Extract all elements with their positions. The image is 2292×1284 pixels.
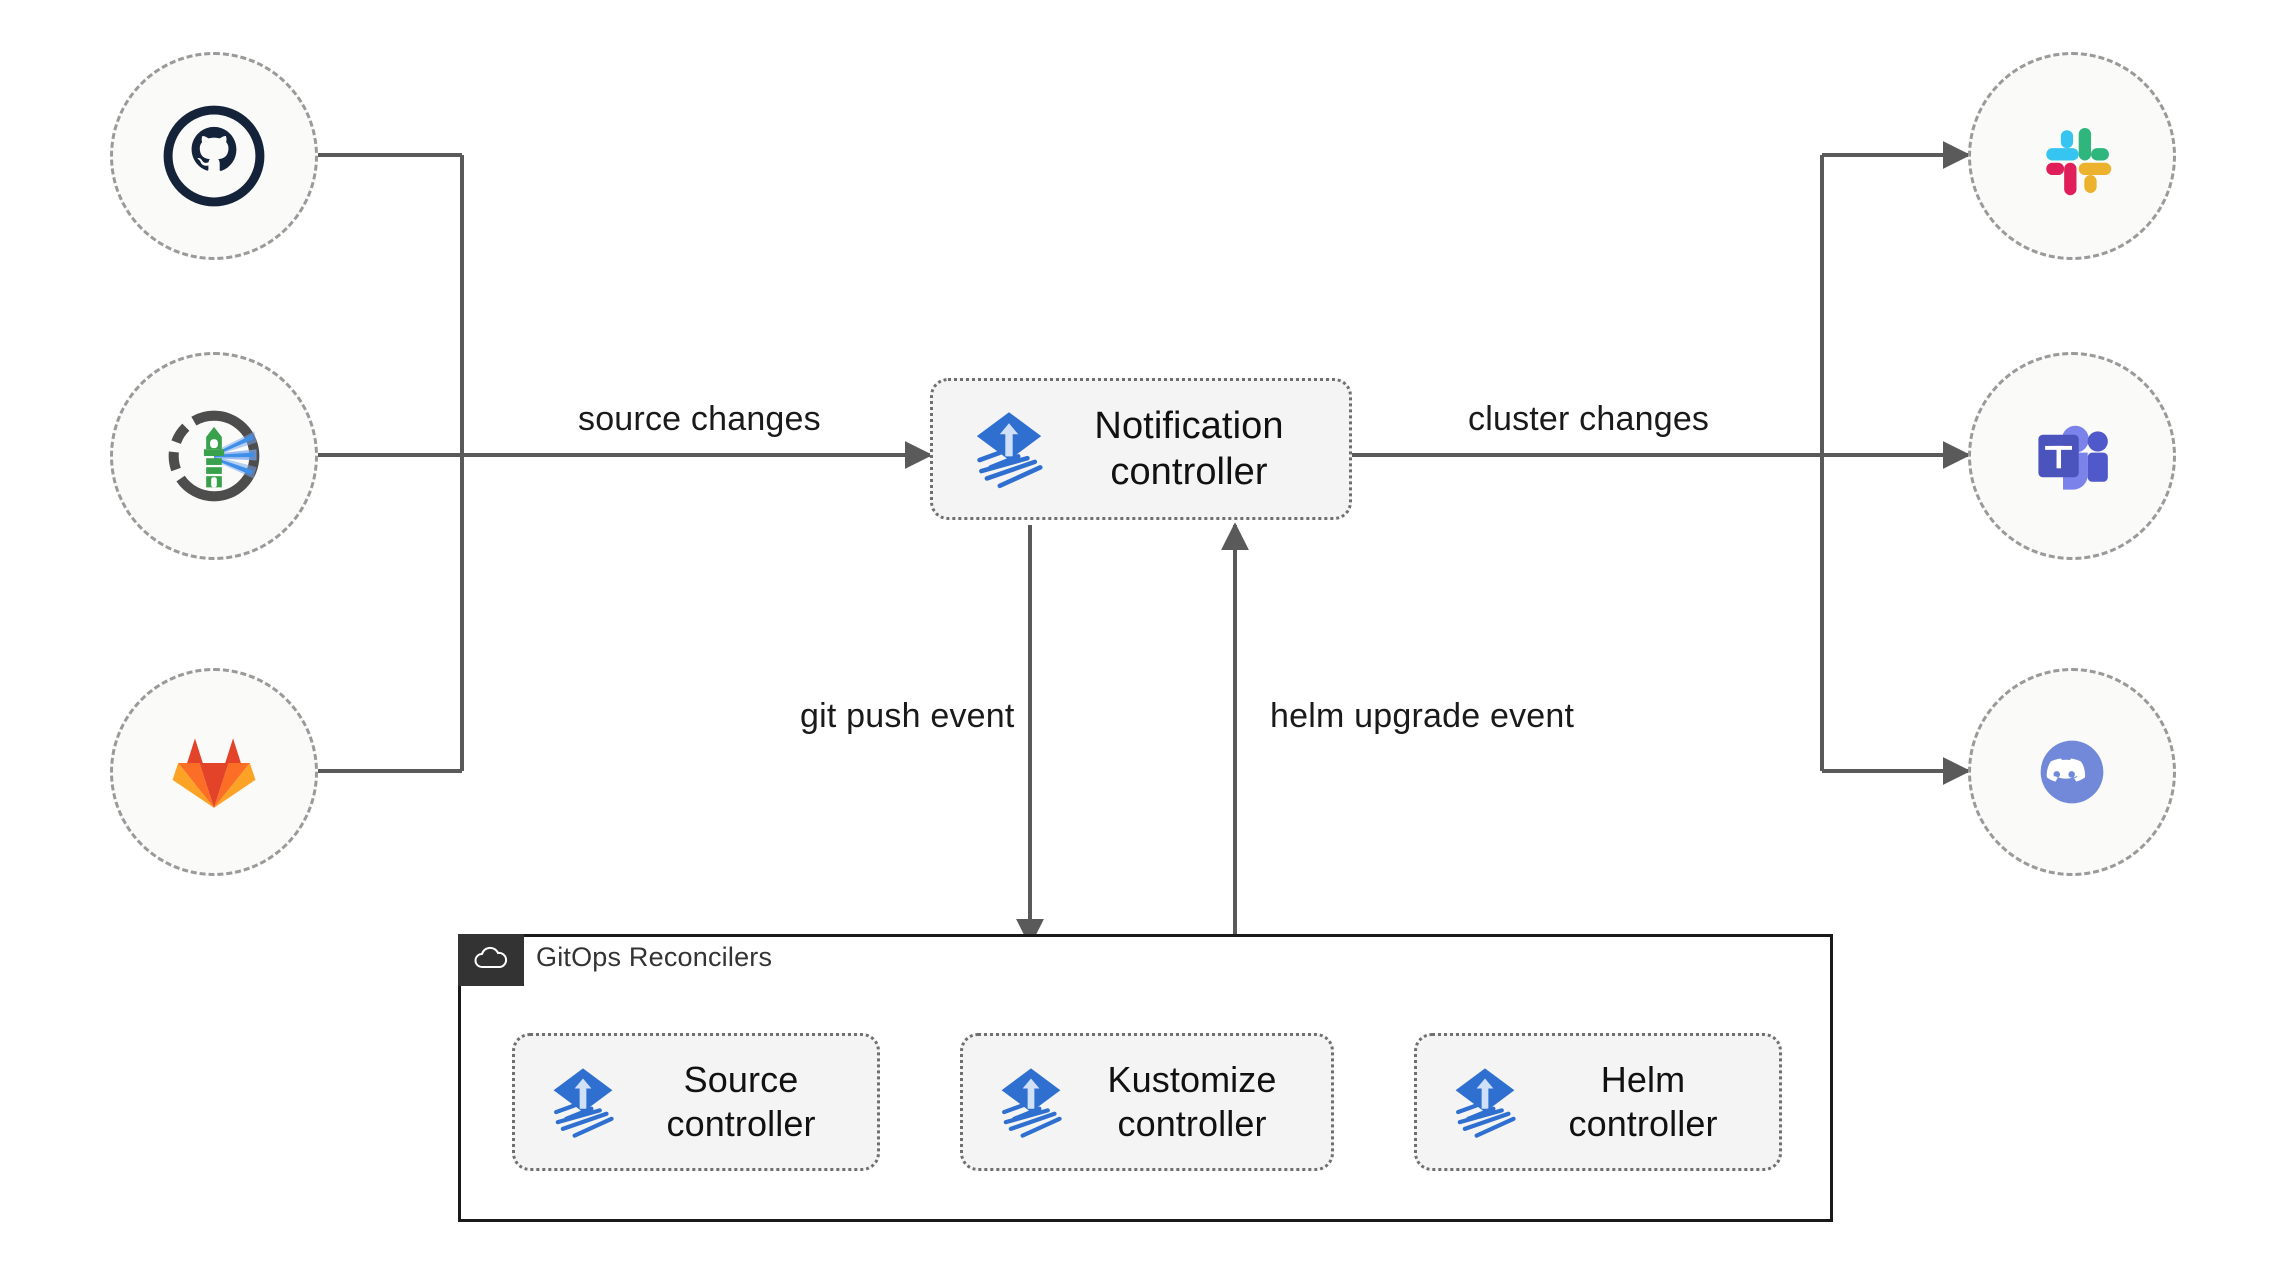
notification-controller-line1: Notification <box>1094 404 1284 447</box>
source-controller-line1: Source <box>683 1059 799 1101</box>
flux-logo-icon <box>976 412 1043 489</box>
slack-icon <box>2046 128 2112 196</box>
target-node-teams[interactable] <box>1968 352 2176 560</box>
edge-label-source-changes: source changes <box>578 400 821 438</box>
flux-logo-icon <box>553 1068 614 1138</box>
edge-label-cluster-changes: cluster changes <box>1468 400 1710 438</box>
source-node-flux[interactable] <box>110 352 318 560</box>
gitlab-icon <box>172 738 256 808</box>
source-controller-line2: controller <box>666 1103 816 1144</box>
cloud-icon <box>474 946 508 968</box>
source-controller-box[interactable]: Source controller <box>512 1033 880 1171</box>
source-node-github[interactable] <box>110 52 318 260</box>
teams-icon <box>2038 425 2108 490</box>
source-node-gitlab[interactable] <box>110 668 318 876</box>
github-icon <box>163 105 265 207</box>
notification-controller-line2: controller <box>1110 451 1268 493</box>
helm-controller-label: Helm controller <box>1527 1058 1779 1146</box>
kustomize-controller-line1: Kustomize <box>1107 1059 1277 1101</box>
notification-controller-label: Notification controller <box>1055 403 1349 496</box>
target-node-slack[interactable] <box>1968 52 2176 260</box>
edge-label-git-push-event: git push event <box>800 697 1015 735</box>
flux-logo-icon <box>1001 1068 1062 1138</box>
kustomize-controller-label: Kustomize controller <box>1073 1058 1331 1146</box>
target-node-discord[interactable] <box>1968 668 2176 876</box>
helm-controller-line1: Helm <box>1600 1059 1686 1101</box>
source-controller-label: Source controller <box>625 1058 877 1146</box>
helm-controller-line2: controller <box>1568 1103 1718 1144</box>
notification-controller-box[interactable]: Notification controller <box>930 378 1352 520</box>
kustomize-controller-box[interactable]: Kustomize controller <box>960 1033 1334 1171</box>
gitops-reconcilers-tab <box>458 934 524 986</box>
edge-label-helm-upgrade-event: helm upgrade event <box>1270 697 1575 735</box>
kustomize-controller-line2: controller <box>1117 1103 1267 1144</box>
gitops-reconcilers-title: GitOps Reconcilers <box>536 942 773 972</box>
flux-lighthouse-icon <box>168 410 260 502</box>
flux-logo-icon <box>1455 1068 1516 1138</box>
discord-icon <box>2040 740 2104 804</box>
helm-controller-box[interactable]: Helm controller <box>1414 1033 1782 1171</box>
